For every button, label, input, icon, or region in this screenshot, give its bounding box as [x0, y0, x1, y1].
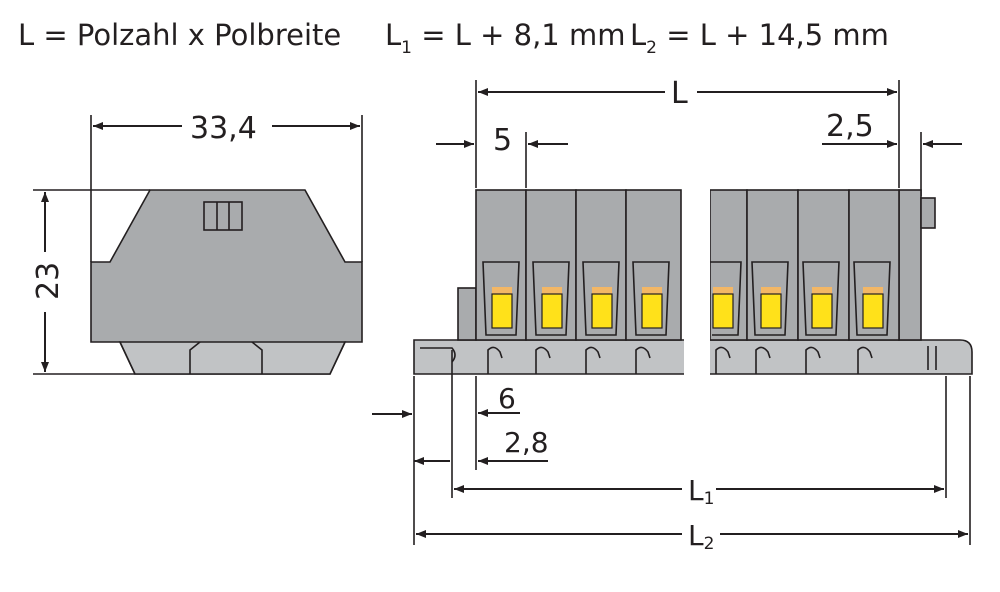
end-offset-label: 2,5: [826, 109, 874, 144]
release-button: [541, 293, 563, 329]
side-height-label: 23: [31, 262, 66, 300]
l2-dim-subscript: 2: [704, 534, 715, 554]
formula-line: L = Polzahl x Polbreite L1 = L + 8,1 mm …: [18, 18, 889, 58]
release-button: [862, 293, 884, 329]
side-view: 33,4 23: [31, 111, 363, 375]
l1-expression: = L + 8,1 mm: [412, 18, 625, 52]
svg-text:L1: L1: [688, 474, 714, 509]
l-definition: L = Polzahl x Polbreite: [18, 18, 341, 52]
dim-28-label: 2,8: [504, 426, 549, 459]
front-view: L 5 2,5: [372, 76, 973, 554]
end-block-left: [457, 287, 477, 341]
svg-text:L2: L2: [688, 519, 714, 554]
l1-subscript: 1: [401, 38, 412, 58]
release-button: [712, 293, 734, 329]
length-label: L: [671, 76, 688, 111]
end-plate-tab: [920, 197, 936, 229]
break-gap: [684, 186, 710, 378]
l1-dim-subscript: 1: [704, 489, 715, 509]
l2-subscript: 2: [646, 38, 657, 58]
release-button: [811, 293, 833, 329]
clamps: [482, 261, 891, 336]
l2-prefix: L: [630, 18, 646, 52]
side-base: [118, 341, 347, 375]
pitch-label: 5: [493, 123, 512, 158]
l1-prefix: L: [385, 18, 401, 52]
release-button: [491, 293, 513, 329]
release-button: [591, 293, 613, 329]
release-button: [641, 293, 663, 329]
svg-text:L1 = L + 8,1 mm: L1 = L + 8,1 mm: [385, 18, 625, 58]
release-button: [760, 293, 782, 329]
end-plate-right: [898, 189, 922, 341]
l1-dim-label: L: [688, 474, 704, 507]
side-width-label: 33,4: [190, 111, 257, 146]
l2-expression: = L + 14,5 mm: [657, 18, 889, 52]
l2-dim-label: L: [688, 519, 704, 552]
marker-slot: [203, 201, 243, 231]
dim-6-label: 6: [498, 382, 516, 415]
base-grooves: [420, 346, 937, 374]
pole-group-left: [475, 189, 682, 341]
svg-text:L2 = L + 14,5 mm: L2 = L + 14,5 mm: [630, 18, 889, 58]
